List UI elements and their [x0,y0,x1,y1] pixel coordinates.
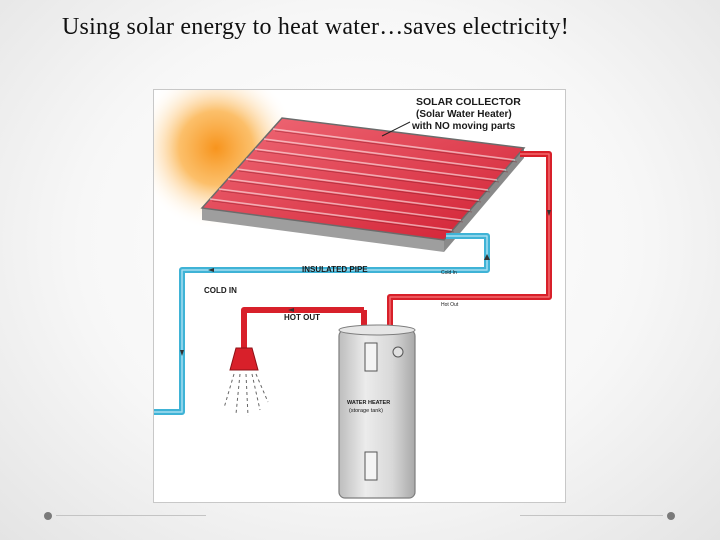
cold-pipe-loop [154,233,490,415]
heater-label-line1: WATER HEATER [347,400,390,406]
shower-head [229,347,259,371]
collector-ribs [209,128,516,231]
footer-rule-right [520,515,663,516]
insulated-pipe-label: INSULATED PIPE [302,265,368,274]
diagram-canvas: SOLAR COLLECTOR (Solar Water Heater) wit… [154,90,552,499]
tank-upper-panel [364,342,378,372]
hot-out-small-label: Hot Out [441,302,459,308]
collector-frame-front [202,208,444,252]
hot-pipe-highlight [389,153,550,328]
cold-in-label: COLD IN [204,286,237,295]
collector-label-leader [381,121,411,137]
tank-lower-panel [364,451,378,481]
collector-label-line1: SOLAR COLLECTOR [416,96,521,108]
collector-frame-side [444,148,524,252]
footer-dot-right [667,512,675,520]
collector-rib-shadows [211,130,518,233]
solar-collector-panel [200,117,526,241]
heater-label-line2: (storage tank) [349,408,383,414]
hot-out-label: HOT OUT [284,313,320,322]
footer-dot-left [44,512,52,520]
collector-label-line2: (Solar Water Heater) [416,109,512,120]
flow-arrows [180,210,551,356]
cold-pipe-highlight [154,235,488,413]
solar-heater-diagram: SOLAR COLLECTOR (Solar Water Heater) wit… [153,89,566,503]
footer-rule-left [56,515,206,516]
tank-top [338,324,416,336]
slide-title: Using solar energy to heat water…saves e… [62,14,569,40]
hot-out-pipe [241,307,364,348]
tank-valve [392,346,404,358]
collector-label-line3: with NO moving parts [411,121,516,132]
water-spray [223,373,269,417]
cold-in-small-label: Cold In [441,270,457,276]
